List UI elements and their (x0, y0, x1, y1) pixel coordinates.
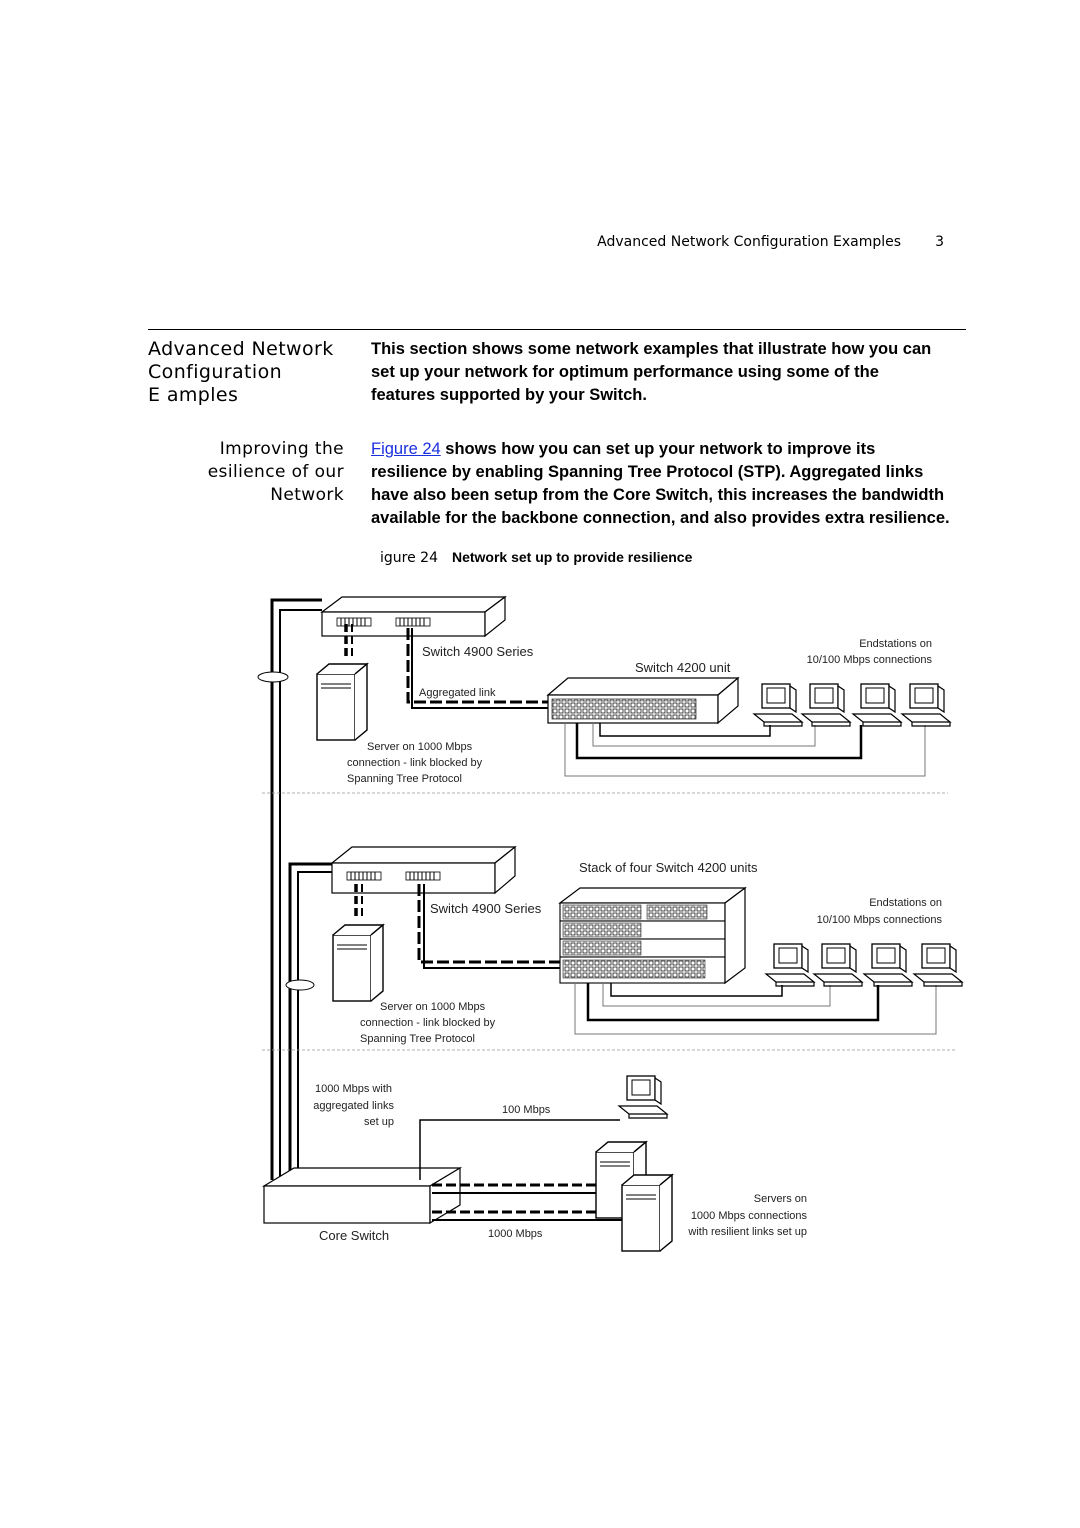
label-server-mid-1: Server on 1000 Mbps (380, 1001, 486, 1013)
label-switch-4200-unit: Switch 4200 unit (635, 660, 731, 675)
switch-4900-middle (330, 845, 517, 895)
figure-link[interactable]: Figure 24 (371, 440, 441, 458)
label-endstations-mid-2: 10/100 Mbps connections (817, 914, 943, 926)
section-title-line: Advanced Network (148, 338, 334, 360)
label-servers-3: with resilient links set up (687, 1226, 807, 1238)
para-line: available for the backbone connection, a… (371, 509, 950, 527)
intro-line: set up your network for optimum performa… (371, 363, 879, 381)
label-switch-4900-top: Switch 4900 Series (422, 644, 534, 659)
switch-4900-top (320, 595, 507, 638)
label-servers-1: Servers on (754, 1193, 807, 1205)
switch-4200-stack (558, 886, 747, 985)
aggregated-link-mid (417, 884, 560, 969)
switch-4200-unit (546, 676, 740, 725)
section-title-line: E amples (148, 384, 239, 406)
core-switch (261, 1166, 463, 1225)
subsection-title-line: Network (270, 485, 344, 505)
label-server-top-2: connection - link blocked by (347, 757, 483, 769)
label-switch-4900-mid: Switch 4900 Series (430, 901, 542, 916)
label-server-mid-3: Spanning Tree Protocol (360, 1033, 475, 1045)
para-line: shows how you can set up your network to… (440, 440, 876, 458)
endstation-links-mid (574, 983, 937, 1035)
para-line: have also been setup from the Core Switc… (371, 486, 945, 504)
link-100mbps (419, 1075, 668, 1180)
servers-bottom (595, 1141, 673, 1252)
label-aggregated-link: Aggregated link (419, 687, 496, 699)
subsection-paragraph: Figure 24 shows how you can set up your … (371, 438, 971, 530)
label-endstations-top-1: Endstations on (859, 638, 932, 650)
label-agg-3: set up (364, 1116, 394, 1128)
running-title: Advanced Network Configuration Examples (597, 234, 902, 250)
label-core-switch: Core Switch (319, 1228, 389, 1243)
section-rule (148, 329, 966, 330)
server-top (316, 624, 368, 741)
label-stack: Stack of four Switch 4200 units (579, 860, 758, 875)
label-server-mid-2: connection - link blocked by (360, 1017, 496, 1029)
label-servers-2: 1000 Mbps connections (691, 1210, 808, 1222)
section-title-line: Configuration (148, 361, 283, 383)
label-endstations-mid-1: Endstations on (869, 897, 942, 909)
para-line: resilience by enabling Spanning Tree Pro… (371, 463, 924, 481)
intro-line: This section shows some network examples… (371, 340, 932, 358)
label-server-top-3: Spanning Tree Protocol (347, 773, 462, 785)
aggregated-link-top (406, 628, 548, 709)
label-endstations-top-2: 10/100 Mbps connections (807, 654, 933, 666)
subsection-title: Improving the esilience of our Network (208, 438, 344, 507)
label-link-1000: 1000 Mbps (488, 1228, 543, 1240)
figure-caption-text: Network set up to provide resilience (451, 549, 693, 565)
label-agg-2: aggregated links (313, 1100, 394, 1112)
figure-caption: igure 24 Network set up to provide resili… (380, 549, 692, 566)
endstations-top (753, 683, 951, 727)
section-intro: This section shows some network examples… (371, 338, 971, 407)
mid-backbone-links (285, 862, 332, 1180)
label-agg-1: 1000 Mbps with (315, 1083, 392, 1095)
top-backbone-links (257, 598, 322, 1180)
label-link-100: 100 Mbps (502, 1104, 551, 1116)
figure-number: igure 24 (380, 550, 438, 566)
label-server-top-1: Server on 1000 Mbps (367, 741, 473, 753)
endstation-links-top (564, 723, 926, 777)
page-number: 3 (935, 234, 944, 250)
subsection-title-line: Improving the (219, 439, 344, 459)
subsection-title-line: esilience of our (207, 462, 344, 482)
diagram-labels: Switch 4900 Series Switch 4200 unit Ends… (313, 638, 942, 1243)
intro-line: features supported by your Switch. (371, 386, 647, 404)
running-header: Advanced Network Configuration Examples 3 (597, 234, 944, 250)
section-title: Advanced Network Configuration E amples (148, 338, 358, 407)
server-middle (332, 884, 384, 1002)
endstations-middle (765, 943, 963, 987)
